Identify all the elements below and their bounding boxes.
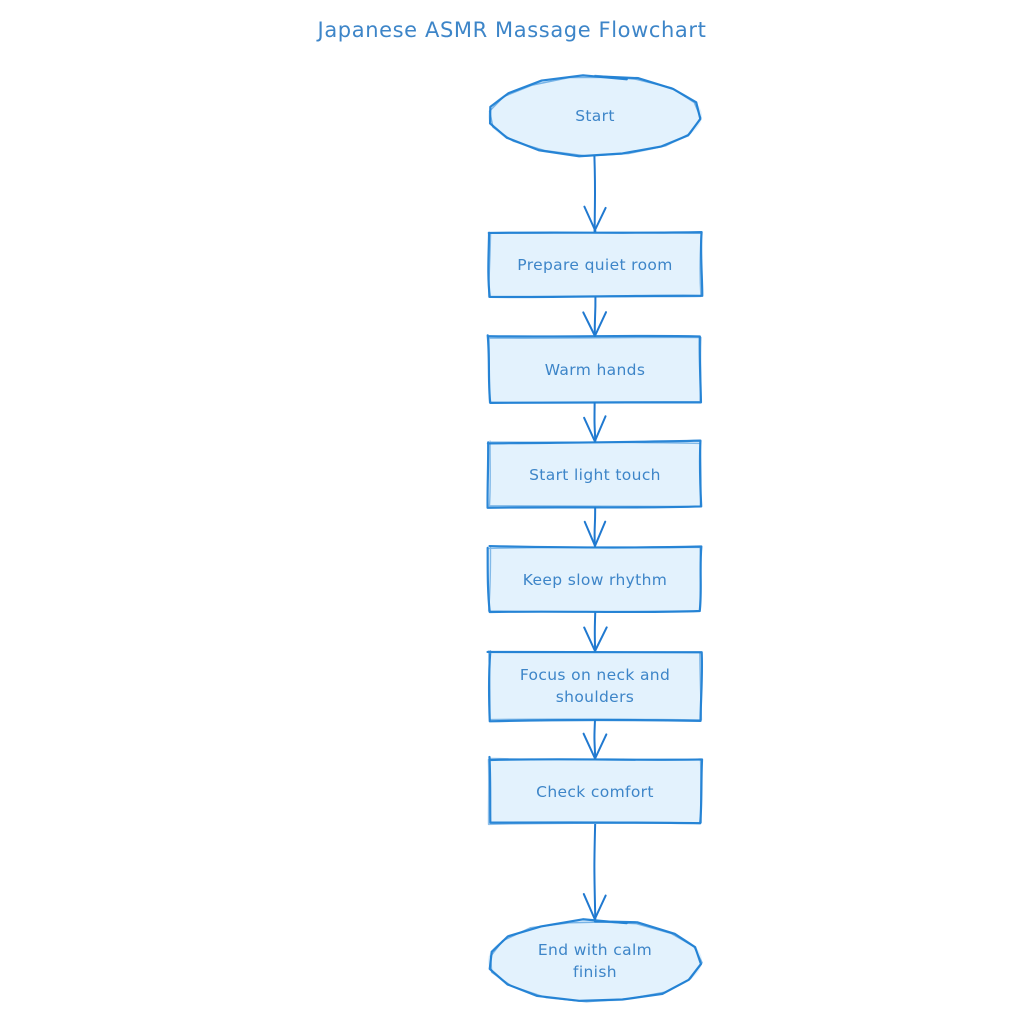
node-hit-neck[interactable] <box>489 652 701 720</box>
node-comfort[interactable] <box>487 755 704 826</box>
edge-room-to-hands <box>582 296 608 337</box>
node-room[interactable] <box>487 231 704 299</box>
node-hit-touch[interactable] <box>489 442 701 507</box>
node-touch[interactable] <box>486 439 703 509</box>
edge-start-to-room <box>583 155 607 232</box>
node-hit-comfort[interactable] <box>489 759 701 824</box>
edge-neck-to-comfort <box>582 719 608 759</box>
node-hit-room[interactable] <box>489 232 701 297</box>
edges-layer <box>582 155 608 920</box>
edge-rhythm-to-neck <box>583 611 608 652</box>
edge-touch-to-rhythm <box>583 506 607 547</box>
node-rhythm[interactable] <box>486 544 703 614</box>
node-hands[interactable] <box>486 334 703 404</box>
node-hit-end[interactable] <box>488 920 702 1002</box>
node-hit-rhythm[interactable] <box>489 547 701 612</box>
node-neck[interactable] <box>486 650 704 723</box>
nodes-layer <box>486 74 704 1003</box>
node-hit-hands[interactable] <box>489 337 701 402</box>
node-start[interactable] <box>488 74 702 158</box>
edge-comfort-to-end <box>582 823 607 920</box>
chart-title: Japanese ASMR Massage Flowchart <box>317 18 707 42</box>
node-hit-start[interactable] <box>488 76 702 156</box>
edge-hands-to-touch <box>583 401 607 442</box>
node-end[interactable] <box>488 918 703 1003</box>
